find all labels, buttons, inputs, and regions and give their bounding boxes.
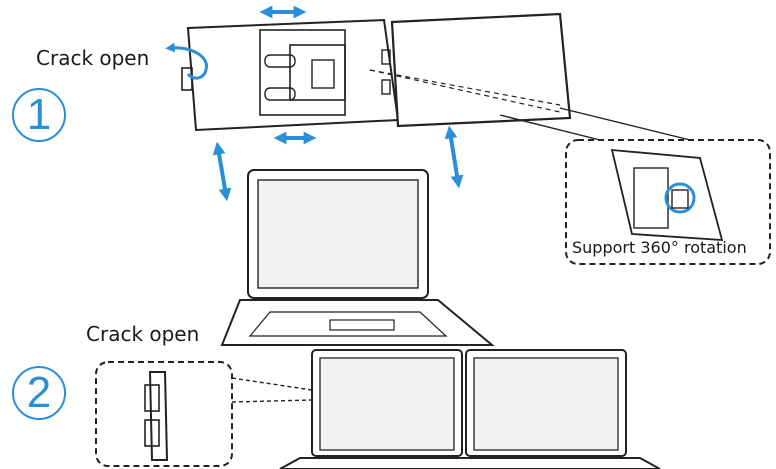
side-screen [369, 12, 572, 128]
rotate-arrow-icon [165, 42, 208, 80]
step2-label: Crack open [86, 322, 200, 346]
monitor-icon [279, 349, 661, 469]
hinge-detail-callout [95, 361, 313, 467]
rotation-caption: Support 360° rotation [572, 238, 747, 257]
step1-number: 1 [12, 88, 66, 142]
monitor-back-panel [181, 18, 400, 132]
laptop-icon [220, 169, 495, 346]
detail-leader [499, 107, 691, 141]
step1-label: Crack open [36, 46, 150, 70]
double-arrow-icon [212, 5, 464, 202]
rotation-detail-callout [565, 139, 771, 265]
step2-number: 2 [12, 366, 66, 420]
